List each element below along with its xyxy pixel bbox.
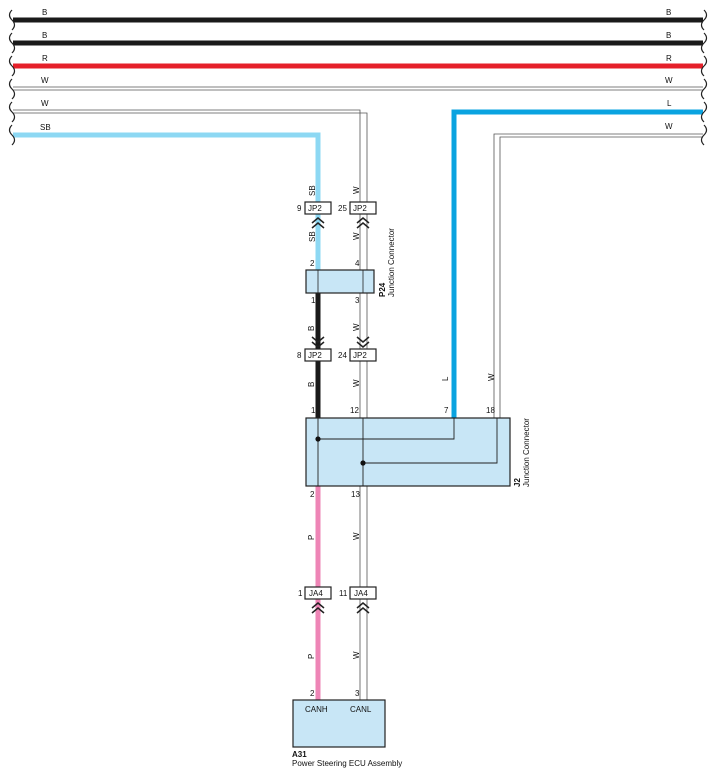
j2-connector: 1 12 7 18 2 13 J2 Junction Connector	[305, 406, 531, 499]
ja4-left-pin: 1	[298, 589, 303, 598]
p24-pin-bottom-right: 3	[355, 296, 360, 305]
a31-code: A31	[292, 750, 307, 759]
label-w-above-jp2-lower: W	[352, 323, 361, 331]
a31-ecu: 2 3 CANH CANL A31 Power Steering ECU Ass…	[292, 689, 402, 768]
p24-pin-bottom-left: 1	[311, 296, 316, 305]
jp2-upper: JP2 9 JP2 25	[297, 201, 377, 229]
p24-code: P24	[378, 282, 387, 297]
bus-wire-6-right-label: W	[665, 122, 673, 131]
ja4-right-name: JA4	[354, 589, 368, 598]
jp2-lower-left-pin: 8	[297, 351, 302, 360]
bus-wire-W-right	[493, 133, 703, 418]
ja4: JA4 1 JA4 11	[298, 586, 377, 614]
label-b-above-jp2-lower: B	[307, 326, 316, 331]
a31-pin-canl: 3	[355, 689, 360, 698]
break-marks-left	[8, 9, 16, 146]
bus-wire-5	[13, 109, 361, 704]
label-w-above-jp2: W	[352, 186, 361, 194]
j2-pin-12: 12	[350, 406, 359, 415]
label-w-below-jp2: W	[352, 232, 361, 240]
label-w-below-jp2-lower: W	[352, 379, 361, 387]
a31-terminal-canl: CANL	[350, 705, 372, 714]
p24-name: Junction Connector	[387, 228, 396, 297]
j2-pin-18: 18	[486, 406, 495, 415]
ja4-left-name: JA4	[309, 589, 323, 598]
j2-code: J2	[513, 478, 522, 487]
break-marks-right	[700, 9, 708, 146]
bus-wire-3-right-label: R	[666, 54, 672, 63]
a31-pin-canh: 2	[310, 689, 315, 698]
jp2-upper-left-pin: 9	[297, 204, 302, 213]
bus-wire-1-left-label: B	[42, 8, 47, 17]
jp2-upper-left-name: JP2	[308, 204, 322, 213]
bus-wire-5-right-label: L	[667, 99, 672, 108]
label-w-to-j2: W	[487, 373, 496, 381]
jp2-lower-right-pin: 24	[338, 351, 347, 360]
label-sb-above-jp2: SB	[308, 185, 317, 196]
p24-pin-top-right: 4	[355, 259, 360, 268]
top-bus: B B B B R R W W W L SB W	[8, 8, 708, 704]
p24-pin-top-left: 2	[310, 259, 315, 268]
label-p-above-ja4: P	[307, 535, 316, 540]
j2-pin-13: 13	[351, 490, 360, 499]
jp2-upper-right-name: JP2	[353, 204, 367, 213]
bus-wire-1-right-label: B	[666, 8, 671, 17]
bus-wire-4-left-label: W	[41, 76, 49, 85]
bus-wire-3-left-label: R	[42, 54, 48, 63]
label-w-below-ja4: W	[352, 651, 361, 659]
label-sb-below-jp2: SB	[308, 231, 317, 242]
label-b-below-jp2-lower: B	[307, 382, 316, 387]
label-w-above-ja4: W	[352, 532, 361, 540]
a31-name: Power Steering ECU Assembly	[292, 759, 402, 768]
jp2-lower: JP2 8 JP2 24	[297, 336, 377, 362]
bus-wire-4-right-label: W	[665, 76, 673, 85]
a31-terminal-canh: CANH	[305, 705, 328, 714]
j2-pin-7: 7	[444, 406, 449, 415]
bus-wire-5-left-label: W	[41, 99, 49, 108]
j2-name: Junction Connector	[522, 418, 531, 487]
bus-wire-2-right-label: B	[666, 31, 671, 40]
ja4-right-pin: 11	[339, 589, 348, 598]
jp2-upper-right-pin: 25	[338, 204, 347, 213]
p24-connector: 2 4 1 3 P24 Junction Connector	[305, 228, 396, 305]
label-p-below-ja4: P	[307, 654, 316, 659]
bus-wire-L	[451, 109, 703, 418]
jp2-lower-left-name: JP2	[308, 351, 322, 360]
label-l-to-j2: L	[441, 376, 450, 381]
bus-wire-2-left-label: B	[42, 31, 47, 40]
j2-pin-2: 2	[310, 490, 315, 499]
j2-pin-1: 1	[311, 406, 316, 415]
bus-wire-SB	[13, 132, 321, 270]
vertical-wire-labels: SB W SB W B W B W L W P W P W	[307, 185, 496, 659]
jp2-lower-right-name: JP2	[353, 351, 367, 360]
bus-wire-6-left-label: SB	[40, 123, 51, 132]
